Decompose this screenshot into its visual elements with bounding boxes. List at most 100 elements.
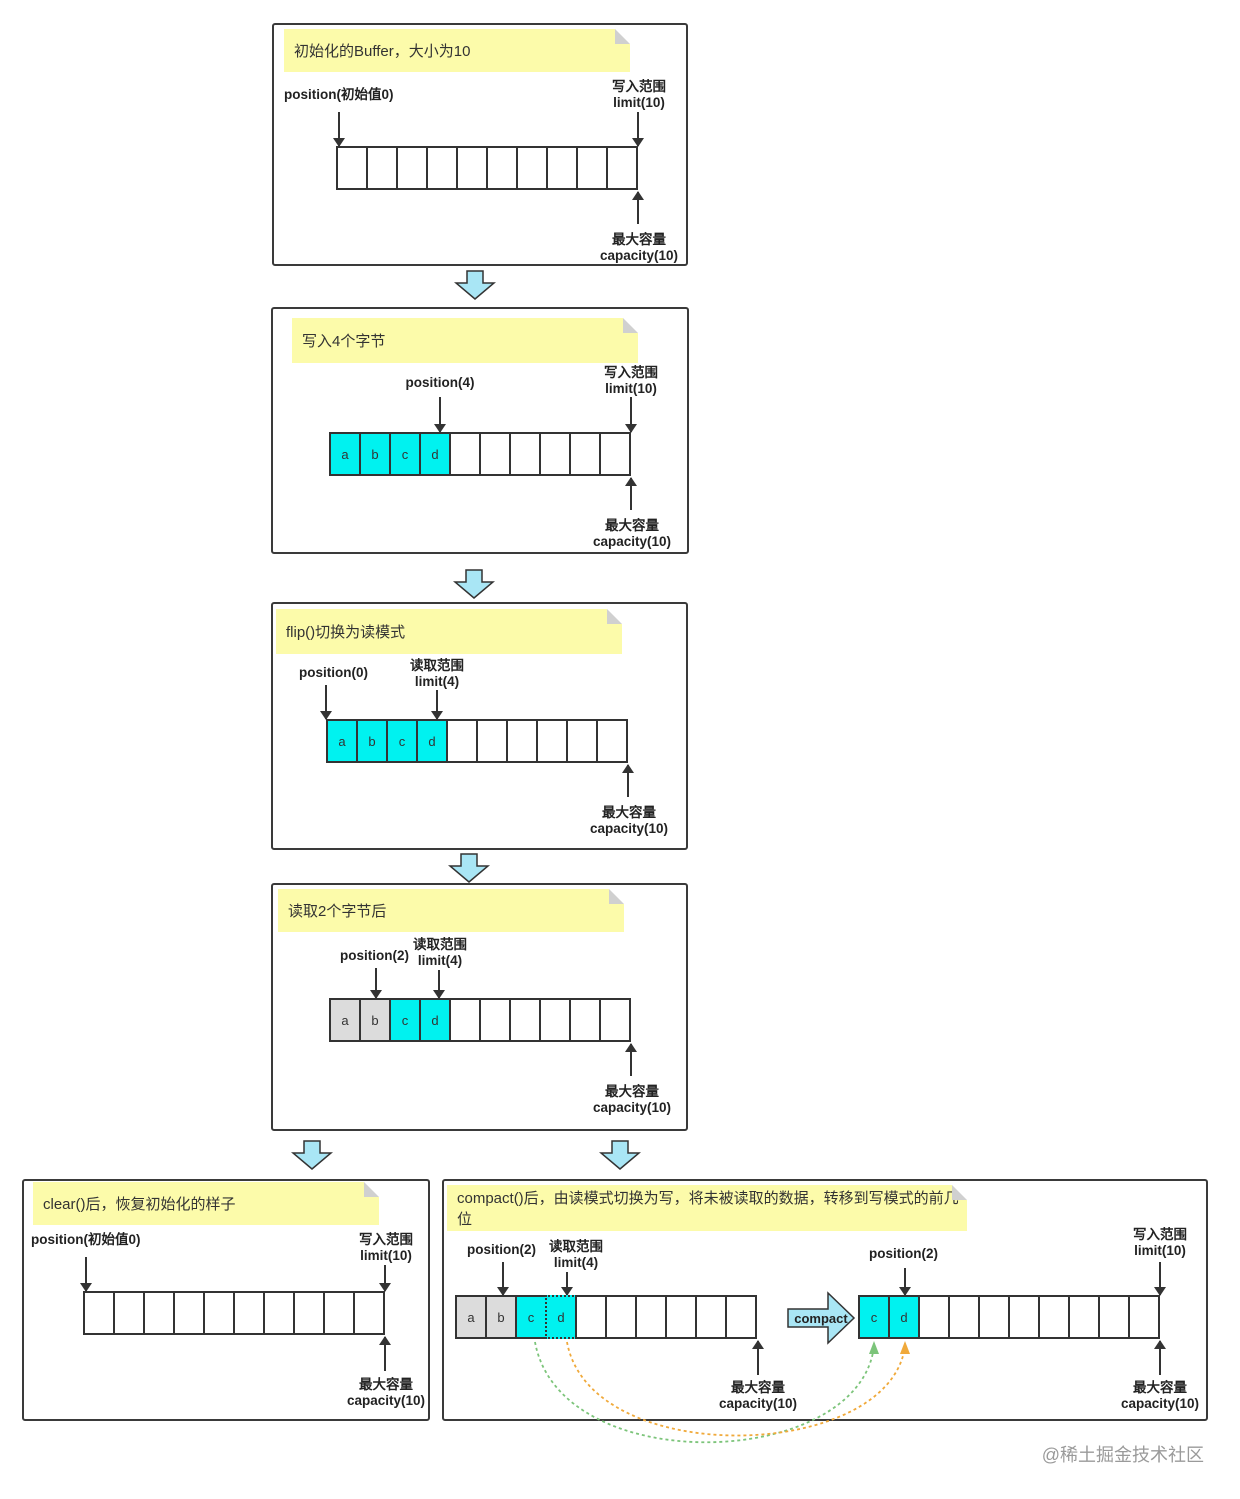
p6-before-capacity-arrow xyxy=(752,1340,764,1375)
move-curve-c xyxy=(534,1341,875,1444)
p5-limit-label-1: 写入范围 xyxy=(359,1232,413,1247)
buffer-cell xyxy=(725,1295,757,1339)
p6-after-limit-label-1: 写入范围 xyxy=(1133,1227,1187,1242)
p3-capacity-arrow xyxy=(622,764,634,797)
p3-position-label: position(0) xyxy=(299,665,368,680)
buffer-cell xyxy=(569,998,601,1042)
buffer-cell xyxy=(509,432,541,476)
p5-limit-label: 写入范围 limit(10) xyxy=(355,1232,417,1264)
note-write-text: 写入4个字节 xyxy=(302,333,386,350)
p3-capacity-label-1: 最大容量 xyxy=(602,805,656,820)
p2-capacity-arrow xyxy=(625,477,637,510)
fold-corner-icon xyxy=(623,318,638,333)
p1-capacity-label: 最大容量 capacity(10) xyxy=(594,232,684,264)
flow-arrow-down-icon xyxy=(448,853,490,883)
p1-buffer-cells xyxy=(336,146,638,190)
buffer-cell xyxy=(396,146,428,190)
buffer-cell: a xyxy=(329,432,361,476)
p3-buffer-cells: a b c d xyxy=(326,719,628,763)
p2-capacity-label-1: 最大容量 xyxy=(605,518,659,533)
p6-after-capacity-label: 最大容量 capacity(10) xyxy=(1115,1380,1205,1412)
p6-after-limit-arrow xyxy=(1154,1262,1166,1296)
p4-capacity-label: 最大容量 capacity(10) xyxy=(587,1084,677,1116)
p5-buffer-cells xyxy=(83,1291,385,1335)
p3-limit-arrow xyxy=(431,690,443,720)
p5-limit-label-2: limit(10) xyxy=(360,1248,412,1263)
p6-before-position-label: position(2) xyxy=(467,1242,536,1257)
p6-before-limit-arrow xyxy=(561,1272,573,1296)
buffer-cell xyxy=(323,1291,355,1335)
buffer-cell: a xyxy=(329,998,361,1042)
note-init-text: 初始化的Buffer，大小为10 xyxy=(294,43,471,60)
p5-position-label: position(初始值0) xyxy=(31,1232,141,1247)
buffer-cell xyxy=(426,146,458,190)
p3-limit-label-1: 读取范围 xyxy=(410,658,464,673)
p6-before-limit-label-1: 读取范围 xyxy=(549,1239,603,1254)
p6-before-capacity-label-2: capacity(10) xyxy=(718,1396,798,1411)
p3-limit-label: 读取范围 limit(4) xyxy=(406,658,468,690)
buffer-cell: b xyxy=(356,719,388,763)
buffer-cell xyxy=(449,998,481,1042)
note-flip: flip()切换为读模式 xyxy=(276,609,622,654)
p4-limit-label-2: limit(4) xyxy=(417,953,463,968)
p6-after-position-arrow xyxy=(899,1268,911,1296)
note-clear-text: clear()后，恢复初始化的样子 xyxy=(43,1196,236,1213)
p3-limit-label-2: limit(4) xyxy=(414,674,460,689)
buffer-cell xyxy=(606,146,638,190)
p4-position-arrow xyxy=(370,968,382,999)
buffer-cell xyxy=(665,1295,697,1339)
p5-limit-arrow xyxy=(379,1265,391,1292)
p6-after-buffer-cells: c d xyxy=(858,1295,1160,1339)
p5-capacity-label-2: capacity(10) xyxy=(346,1393,426,1408)
note-flip-text: flip()切换为读模式 xyxy=(286,624,406,641)
note-clear: clear()后，恢复初始化的样子 xyxy=(33,1182,379,1225)
p4-position-label: position(2) xyxy=(340,948,409,963)
note-read-text: 读取2个字节后 xyxy=(288,903,387,920)
p1-limit-label-2: limit(10) xyxy=(613,95,665,110)
p2-capacity-label-2: capacity(10) xyxy=(592,534,672,549)
fold-corner-icon xyxy=(364,1182,379,1197)
p6-before-capacity-label-1: 最大容量 xyxy=(731,1380,785,1395)
buffer-cell xyxy=(203,1291,235,1335)
p2-buffer-cells: a b c d xyxy=(329,432,631,476)
buffer-cell xyxy=(1038,1295,1070,1339)
buffer-cell: b xyxy=(359,432,391,476)
compact-label: compact xyxy=(794,1311,848,1326)
flow-arrow-down-icon xyxy=(453,569,495,599)
p4-capacity-label-2: capacity(10) xyxy=(592,1100,672,1115)
buffer-cell xyxy=(353,1291,385,1335)
buffer-cell: a xyxy=(455,1295,487,1339)
p6-before-limit-label: 读取范围 limit(4) xyxy=(545,1239,607,1271)
p4-limit-label: 读取范围 limit(4) xyxy=(409,937,471,969)
buffer-cell xyxy=(599,998,631,1042)
p6-after-limit-label: 写入范围 limit(10) xyxy=(1129,1227,1191,1259)
p4-capacity-label-1: 最大容量 xyxy=(605,1084,659,1099)
p4-limit-arrow xyxy=(433,970,445,999)
p2-position-label: position(4) xyxy=(405,375,475,390)
p5-capacity-label-1: 最大容量 xyxy=(359,1377,413,1392)
buffer-cell: c xyxy=(515,1295,547,1339)
p1-capacity-arrow xyxy=(632,191,644,224)
buffer-cell xyxy=(476,719,508,763)
buffer-cell: d xyxy=(416,719,448,763)
p6-before-buffer-cells: a b c d xyxy=(455,1295,757,1339)
buffer-cell xyxy=(605,1295,637,1339)
fold-corner-icon xyxy=(609,889,624,904)
note-compact-text: compact()后，由读模式切换为写，将未被读取的数据，转移到写模式的前几位 xyxy=(457,1190,959,1228)
buffer-cell: c xyxy=(386,719,418,763)
p1-limit-arrow xyxy=(632,112,644,147)
buffer-cell: c xyxy=(389,432,421,476)
buffer-cell xyxy=(233,1291,265,1335)
p6-after-capacity-arrow xyxy=(1154,1340,1166,1375)
buffer-cell xyxy=(1068,1295,1100,1339)
buffer-cell: d xyxy=(888,1295,920,1339)
p2-position-arrow xyxy=(434,397,446,433)
p6-after-limit-label-2: limit(10) xyxy=(1134,1243,1186,1258)
buffer-cell xyxy=(1128,1295,1160,1339)
fold-corner-icon xyxy=(952,1185,967,1200)
buffer-cell xyxy=(569,432,601,476)
buffer-cell xyxy=(539,998,571,1042)
p3-capacity-label-2: capacity(10) xyxy=(589,821,669,836)
move-curve-c-arrowhead-icon xyxy=(869,1341,879,1354)
